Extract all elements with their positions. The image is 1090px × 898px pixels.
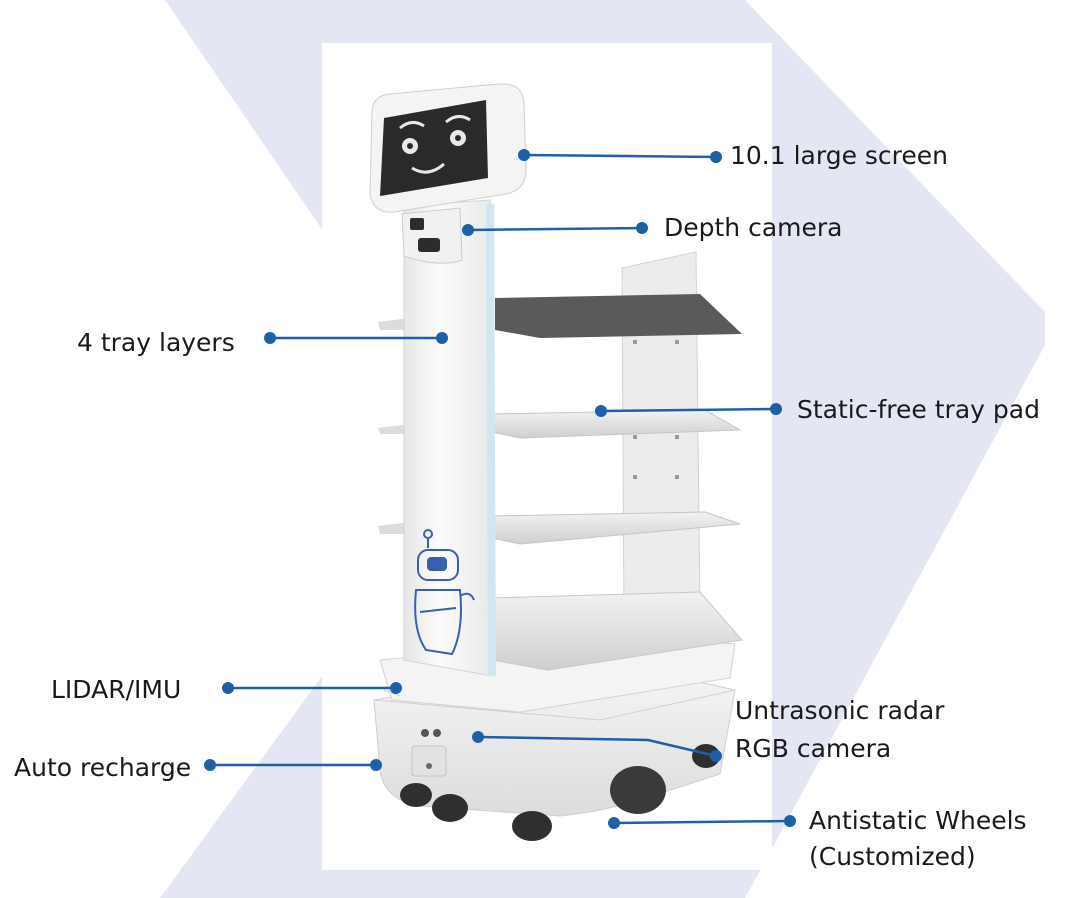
leader-dot-tray-pad-end <box>770 403 782 415</box>
leader-line-screen <box>523 153 717 159</box>
tray-1 <box>495 294 742 338</box>
leader-dot-tray-layers-start <box>264 332 276 344</box>
leader-dot-lidar-start <box>222 682 234 694</box>
face-display-icon <box>369 83 527 213</box>
leader-line-rgb-camera <box>477 735 717 758</box>
leader-dot-tray-pad-start <box>595 405 607 417</box>
leader-line-tray-pad <box>600 407 777 413</box>
leader-dot-depth-camera-end <box>636 222 648 234</box>
label-recharge: Auto recharge <box>14 753 192 782</box>
label-lidar: LIDAR/IMU <box>51 675 182 704</box>
leader-line-wheels <box>613 819 791 825</box>
label-screen: 10.1 large screen <box>730 141 949 170</box>
label-tray-pad: Static-free tray pad <box>797 395 1040 424</box>
wheel-icon <box>400 744 720 841</box>
leader-dot-recharge-start <box>204 759 216 771</box>
leader-dot-lidar-end <box>390 682 402 694</box>
label-tray-layers: 4 tray layers <box>77 328 235 357</box>
leader-dot-screen-end <box>710 151 722 163</box>
label-rgb-camera: RGB camera <box>735 734 892 763</box>
leader-dot-rgb-camera-end <box>710 750 722 762</box>
leader-dot-recharge-end <box>370 759 382 771</box>
leader-dot-rgb-camera-start <box>472 731 484 743</box>
leader-dot-depth-camera-start <box>462 224 474 236</box>
leader-dot-wheels-end <box>784 815 796 827</box>
leader-dot-screen-start <box>518 149 530 161</box>
leader-dot-tray-layers-end <box>436 332 448 344</box>
camera-sensor-icon <box>401 207 463 264</box>
label-wheels: Antistatic Wheels (Customized) <box>809 806 1027 871</box>
leader-dot-wheels-start <box>608 817 620 829</box>
leader-line-depth-camera <box>467 226 643 232</box>
label-depth-camera: Depth camera <box>664 213 843 242</box>
label-ultrasonic: Untrasonic radar <box>735 696 945 725</box>
robot-mascot-icon <box>414 529 475 656</box>
